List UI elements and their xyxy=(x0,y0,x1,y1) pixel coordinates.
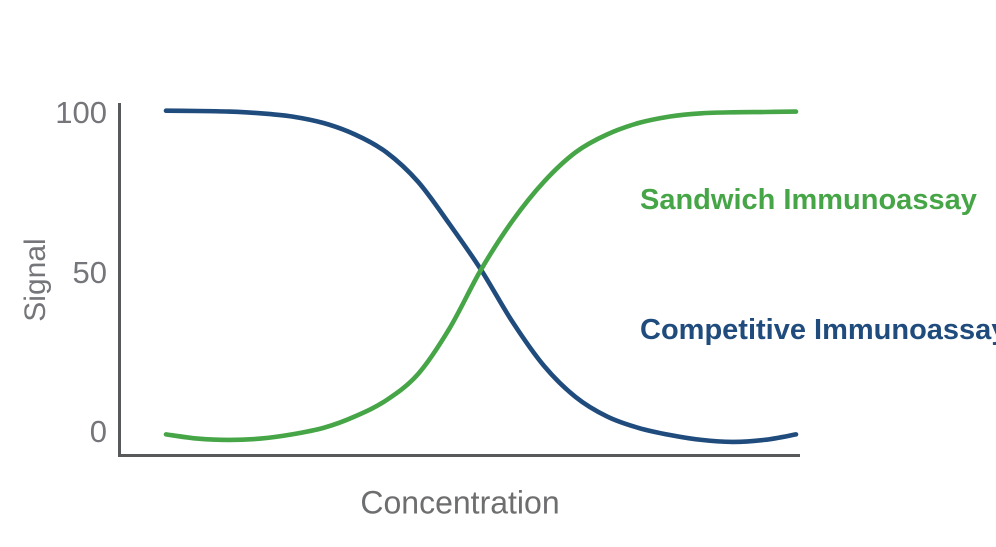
sandwich-immunoassay-curve xyxy=(163,109,799,443)
competitive-immunoassay-curve xyxy=(163,108,799,445)
y-tick-100: 100 xyxy=(55,95,107,130)
sandwich-series-label: Sandwich Immunoassay xyxy=(640,184,977,216)
y-axis-label: Signal xyxy=(19,238,52,322)
y-tick-50: 50 xyxy=(72,255,107,290)
x-axis-label: Concentration xyxy=(360,484,560,521)
y-tick-0: 0 xyxy=(89,414,107,449)
competitive-series-label: Competitive Immunoassay xyxy=(640,314,996,346)
